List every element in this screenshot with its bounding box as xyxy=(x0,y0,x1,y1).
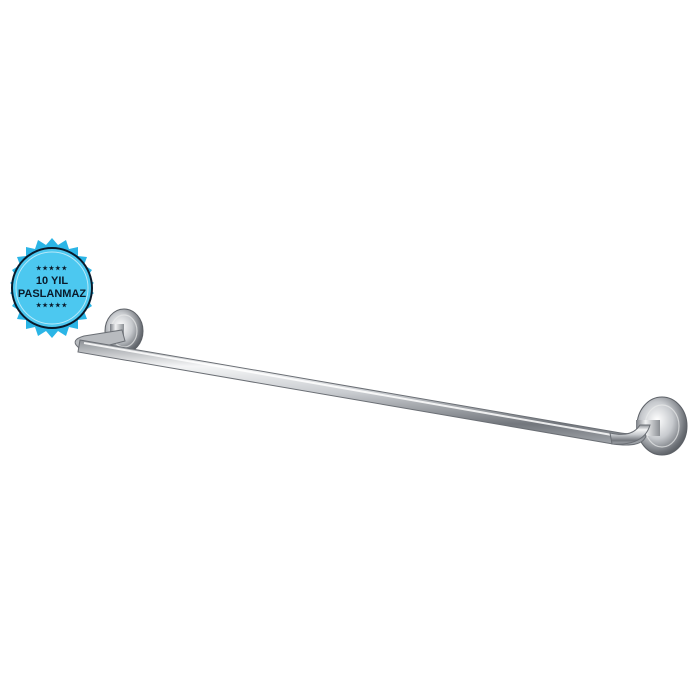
badge-stars-top: ★★★★★ xyxy=(36,266,68,273)
right-wall-mount xyxy=(636,396,688,456)
badge-rustproof-label: PASLANMAZ xyxy=(17,288,87,300)
badge-stars-bottom: ★★★★★ xyxy=(36,302,68,309)
towel-bar xyxy=(74,329,651,446)
badge-text: ★★★★★ 10 YIL PASLANMAZ ★★★★★ xyxy=(0,236,104,340)
warranty-badge: ★★★★★ 10 YIL PASLANMAZ ★★★★★ xyxy=(0,236,104,340)
badge-warranty-years: 10 YIL xyxy=(35,275,69,288)
seal-badge-icon xyxy=(10,238,94,338)
